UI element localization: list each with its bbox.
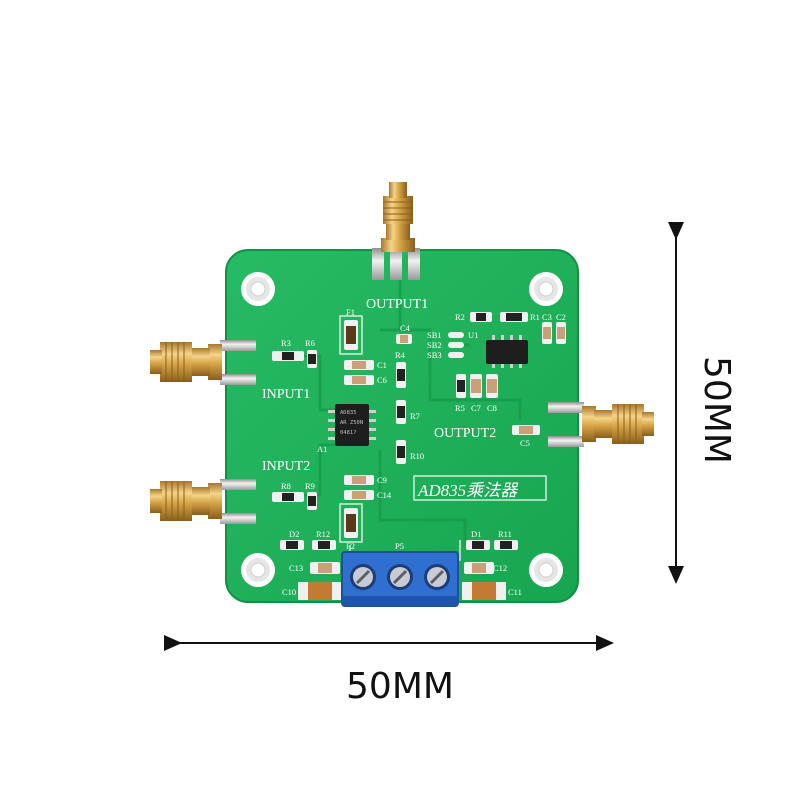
- ref-designator: R3: [281, 338, 291, 348]
- sma-connector-input2: [150, 479, 256, 524]
- mounting-hole: [529, 553, 563, 587]
- mounting-hole: [529, 272, 563, 306]
- ref-designator: R12: [316, 529, 330, 539]
- ref-designator: C5: [520, 438, 530, 448]
- ref-designator: C6: [377, 375, 387, 385]
- ref-designator: F1: [346, 307, 355, 317]
- ref-designator: C12: [493, 563, 507, 573]
- label-output1: OUTPUT1: [366, 297, 428, 312]
- ref-designator: R1: [530, 312, 540, 322]
- chip-marking-line: AD835: [340, 410, 357, 416]
- ref-designator: C8: [487, 403, 497, 413]
- ref-designator: C11: [508, 587, 522, 597]
- ref-designator: R11: [498, 529, 512, 539]
- mounting-hole: [241, 272, 275, 306]
- ref-designator: D2: [289, 529, 299, 539]
- ref-designator: R2: [455, 312, 465, 322]
- sma-connector-input1: [150, 340, 256, 385]
- dimension-label-width: 50MM: [346, 666, 454, 707]
- ref-designator: R7: [410, 411, 420, 421]
- sma-connector-output2: [548, 402, 654, 447]
- ref-designator: C1: [377, 360, 387, 370]
- mounting-hole: [241, 553, 275, 587]
- screw-terminal: [350, 564, 376, 590]
- ref-designator: R10: [410, 451, 424, 461]
- dimension-label-height: 50MM: [696, 356, 737, 464]
- ref-designator: C4: [400, 323, 411, 333]
- ref-designator: C10: [282, 587, 296, 597]
- label-input2: INPUT2: [262, 459, 310, 474]
- ref-designator: C14: [377, 490, 392, 500]
- ref-designator: R6: [305, 338, 315, 348]
- screw-terminal: [387, 564, 413, 590]
- reference-designators: F1 R3 R6 C4 SB1 SB2 SB3 U1 R2 R1 C3 C2 R…: [281, 307, 566, 597]
- chip-marking-line: AR Z50N: [340, 420, 363, 426]
- label-input1: INPUT1: [262, 387, 310, 402]
- ref-designator: A1: [317, 444, 327, 454]
- ref-designator: U1: [468, 330, 478, 340]
- ref-designator: R4: [395, 350, 406, 360]
- ref-designator: R5: [455, 403, 465, 413]
- chip-u1: [486, 335, 528, 368]
- pcb-board: [225, 249, 579, 603]
- ref-designator: SB2: [427, 340, 442, 350]
- chip-marking-line: 0481?: [340, 430, 357, 436]
- ref-designator: C3: [542, 312, 552, 322]
- ref-designator: C9: [377, 475, 387, 485]
- sma-connector-output1: [372, 182, 420, 280]
- ref-designator: C2: [556, 312, 566, 322]
- ref-designator: R9: [305, 481, 315, 491]
- chip-u2-ad835: AD835 AR Z50N 0481?: [328, 404, 376, 446]
- smd-components: [272, 312, 566, 600]
- ref-designator: F2: [346, 541, 355, 551]
- terminal-block-p5: [341, 551, 459, 607]
- board-title: AD835乘法器: [417, 481, 519, 500]
- ref-designator: R8: [281, 481, 291, 491]
- label-output2: OUTPUT2: [434, 426, 496, 441]
- label-connector: P5: [395, 541, 404, 551]
- ref-designator: SB3: [427, 350, 442, 360]
- ref-designator: SB1: [427, 330, 442, 340]
- ref-designator: C7: [471, 403, 481, 413]
- ref-designator: D1: [471, 529, 481, 539]
- ref-designator: C13: [289, 563, 303, 573]
- screw-terminal: [424, 564, 450, 590]
